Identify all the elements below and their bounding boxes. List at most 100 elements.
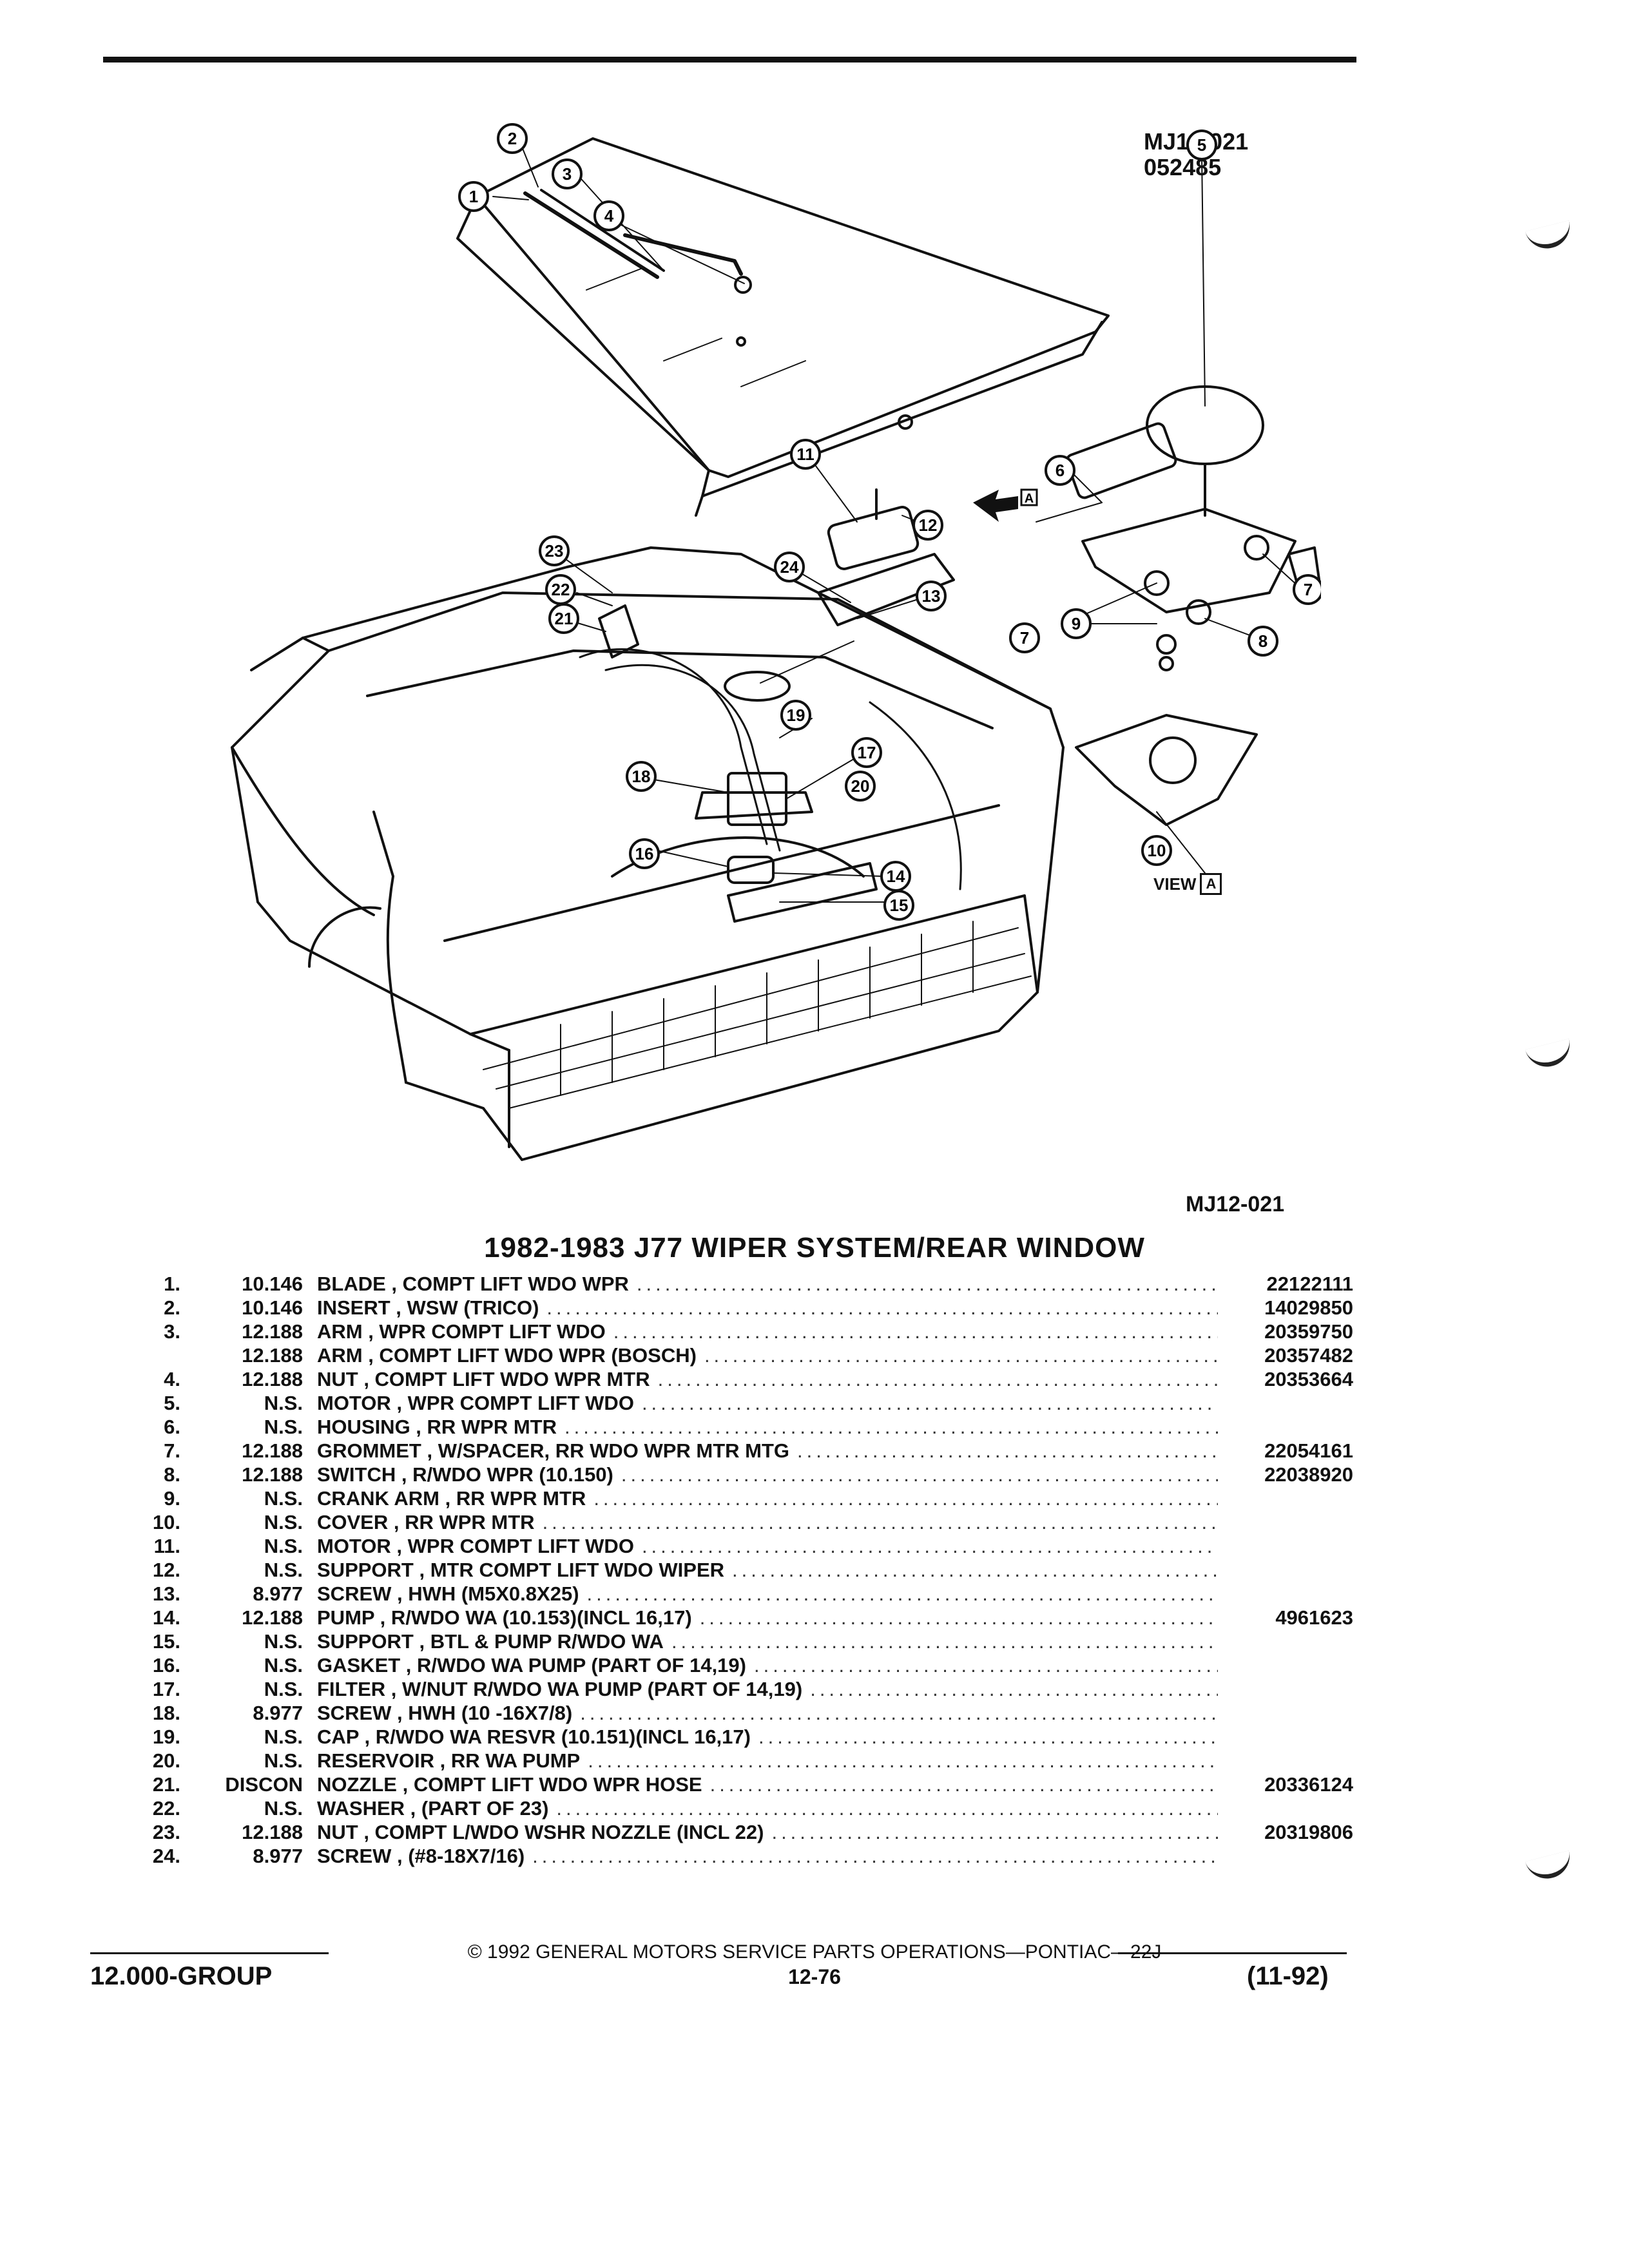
callout-number: 9 (1072, 614, 1081, 633)
callout-circle (845, 771, 876, 802)
part-group: 12.188 (242, 1606, 303, 1629)
part-description: SCREW , HWH (M5X0.8X25) (317, 1582, 579, 1605)
part-number-index: 23. (152, 1821, 180, 1843)
part-description: RESERVOIR , RR WA PUMP (317, 1749, 581, 1772)
part-group: N.S. (264, 1511, 303, 1533)
callout-circle (780, 700, 811, 731)
callout-6: 6 (1045, 455, 1075, 486)
callout-11: 11 (790, 439, 821, 470)
part-number-index: 19. (152, 1725, 180, 1748)
view-a-text: VIEW (1153, 874, 1197, 894)
part-row: 17.N.S.FILTER , W/NUT R/WDO WA PUMP (PAR… (129, 1678, 1353, 1702)
part-description-cell: NUT , COMPT LIFT WDO WPR MTR (317, 1368, 1218, 1391)
callout-number: 20 (851, 776, 870, 796)
part-group: 12.188 (242, 1344, 303, 1367)
leader-dots (710, 1773, 1218, 1796)
leader-dots (543, 1511, 1218, 1534)
view-a-arrow-label: A (1025, 492, 1034, 506)
part-description-cell: PUMP , R/WDO WA (10.153)(INCL 16,17) (317, 1606, 1218, 1629)
leader-dots (810, 1678, 1218, 1701)
leader-dots (758, 1725, 1218, 1749)
callout-circle (1009, 622, 1040, 653)
revision-date: (11-92) (1247, 1962, 1329, 1990)
part-description-cell: MOTOR , WPR COMPT LIFT WDO (317, 1392, 1218, 1415)
part-description-cell: SWITCH , R/WDO WPR (10.150) (317, 1463, 1218, 1486)
view-a-label: VIEW A (1153, 873, 1222, 895)
part-group: N.S. (264, 1654, 303, 1677)
part-group: 12.188 (242, 1463, 303, 1486)
part-number-index: 22. (152, 1797, 180, 1820)
part-row: 15.N.S.SUPPORT , BTL & PUMP R/WDO WA (129, 1630, 1353, 1654)
part-catalog-number: 20336124 (1264, 1773, 1353, 1796)
binder-mark (1525, 220, 1575, 253)
wiper-blade-shape (523, 191, 659, 279)
part-description-cell: SCREW , HWH (10 -16X7/8) (317, 1702, 1218, 1725)
leader-dots (588, 1749, 1218, 1773)
callout-20: 20 (845, 771, 876, 802)
part-catalog-number: 20319806 (1264, 1821, 1353, 1843)
leader-dots (587, 1582, 1218, 1606)
view-a-box: A (1200, 873, 1222, 895)
callout-circle (539, 535, 570, 566)
part-number-index: 12. (152, 1559, 180, 1581)
part-description-cell: CRANK ARM , RR WPR MTR (317, 1487, 1218, 1510)
part-description: CRANK ARM , RR WPR MTR (317, 1487, 586, 1510)
part-group: N.S. (264, 1725, 303, 1748)
callout-number: 16 (635, 844, 654, 863)
callout-circle (790, 439, 821, 470)
callout-16: 16 (629, 838, 660, 869)
leader-dots (658, 1368, 1218, 1391)
callout-7: 7 (1009, 622, 1040, 653)
part-group: N.S. (264, 1630, 303, 1653)
part-description-cell: SCREW , (#8-18X7/16) (317, 1845, 1218, 1868)
part-description-cell: INSERT , WSW (TRICO) (317, 1296, 1218, 1320)
part-catalog-number: 22038920 (1264, 1463, 1353, 1486)
part-number-index: 9. (164, 1487, 180, 1510)
callout-number: 19 (787, 706, 805, 725)
part-number-index: 20. (152, 1749, 180, 1772)
callout-number: 5 (1197, 135, 1206, 155)
callout-number: 8 (1258, 631, 1268, 651)
part-number-index: 4. (164, 1368, 180, 1390)
part-catalog-number: 20353664 (1264, 1368, 1353, 1390)
part-description-cell: ARM , WPR COMPT LIFT WDO (317, 1320, 1218, 1343)
callout-21: 21 (548, 603, 579, 634)
part-row: 16.N.S.GASKET , R/WDO WA PUMP (PART OF 1… (129, 1654, 1353, 1678)
callout-23: 23 (539, 535, 570, 566)
callout-number: 11 (796, 445, 815, 464)
callout-circle (1293, 574, 1321, 605)
top-rule (103, 57, 1356, 62)
part-description-cell: NUT , COMPT L/WDO WSHR NOZZLE (INCL 22) (317, 1821, 1218, 1844)
callout-circle (629, 838, 660, 869)
callout-number: 23 (545, 541, 564, 561)
part-row: 22.N.S.WASHER , (PART OF 23) (129, 1797, 1353, 1821)
callout-number: 10 (1148, 841, 1166, 860)
part-description: WASHER , (PART OF 23) (317, 1797, 549, 1820)
part-group: 12.188 (242, 1368, 303, 1390)
callout-2: 2 (497, 123, 528, 154)
callout-17: 17 (851, 737, 882, 768)
leader-dots (771, 1821, 1218, 1844)
callout-15: 15 (883, 890, 914, 921)
part-description-cell: COVER , RR WPR MTR (317, 1511, 1218, 1534)
footer-rule-left (90, 1952, 329, 1954)
part-row: 6.N.S.HOUSING , RR WPR MTR (129, 1416, 1353, 1439)
leader-dots (754, 1654, 1218, 1677)
callout-9: 9 (1061, 608, 1092, 639)
leader-dots (732, 1559, 1218, 1582)
part-description-cell: FILTER , W/NUT R/WDO WA PUMP (PART OF 14… (317, 1678, 1218, 1701)
part-group: N.S. (264, 1416, 303, 1438)
callout-number: 4 (604, 206, 614, 226)
part-number-index: 24. (152, 1845, 180, 1867)
view-a-arrow (973, 490, 1018, 522)
part-row: 12.N.S.SUPPORT , MTR COMPT LIFT WDO WIPE… (129, 1559, 1353, 1582)
part-description: NUT , COMPT L/WDO WSHR NOZZLE (INCL 22) (317, 1821, 764, 1843)
part-description-cell: GASKET , R/WDO WA PUMP (PART OF 14,19) (317, 1654, 1218, 1677)
callout-circle (912, 510, 943, 541)
part-description: ARM , WPR COMPT LIFT WDO (317, 1320, 606, 1343)
part-group: 8.977 (253, 1582, 303, 1605)
